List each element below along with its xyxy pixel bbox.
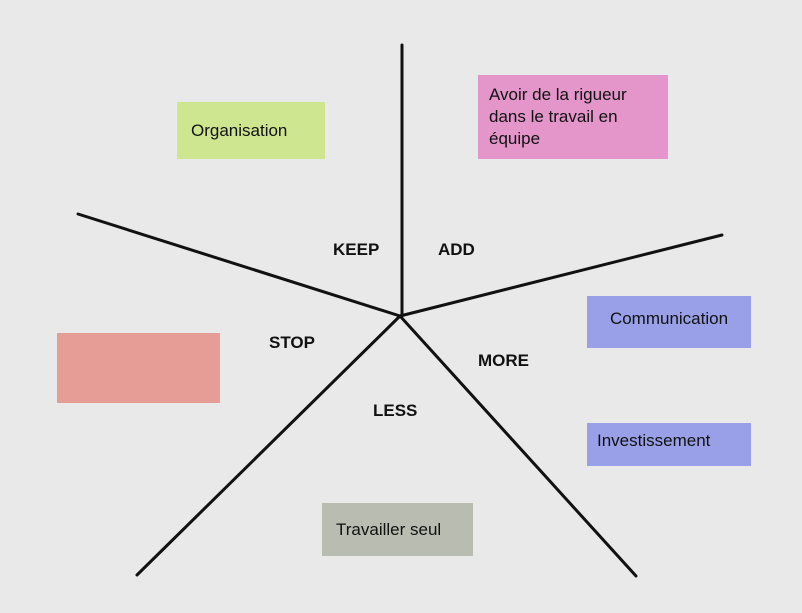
section-label-keep: KEEP bbox=[333, 240, 380, 259]
sticky-note-text: Organisation bbox=[191, 120, 288, 140]
sticky-note-stop[interactable] bbox=[57, 333, 220, 403]
sticky-note-more-communication[interactable]: Communication bbox=[587, 296, 751, 348]
section-label-more: MORE bbox=[478, 351, 529, 370]
divider-line-right bbox=[398, 233, 724, 318]
sticky-note-less[interactable]: Travailler seul bbox=[322, 503, 473, 556]
sticky-note-text: Communication bbox=[609, 309, 729, 328]
divider-line-bottom-right bbox=[398, 314, 638, 578]
divider-line-left bbox=[76, 212, 402, 318]
sticky-note-text: Investissement bbox=[597, 431, 711, 450]
sticky-note-add[interactable]: Avoir de la rigueur dans le travail en é… bbox=[478, 75, 668, 159]
section-label-add: ADD bbox=[438, 240, 475, 259]
divider-line-bottom-left bbox=[135, 314, 402, 577]
sticky-note-text: Travailler seul bbox=[336, 519, 442, 539]
sticky-note-text: Avoir de la rigueur dans le travail en é… bbox=[489, 85, 627, 148]
section-label-stop: STOP bbox=[269, 333, 315, 352]
sticky-note-keep[interactable]: Organisation bbox=[177, 102, 325, 159]
section-label-less: LESS bbox=[373, 401, 418, 420]
sticky-note-more-investissement[interactable]: Investissement bbox=[587, 423, 751, 466]
